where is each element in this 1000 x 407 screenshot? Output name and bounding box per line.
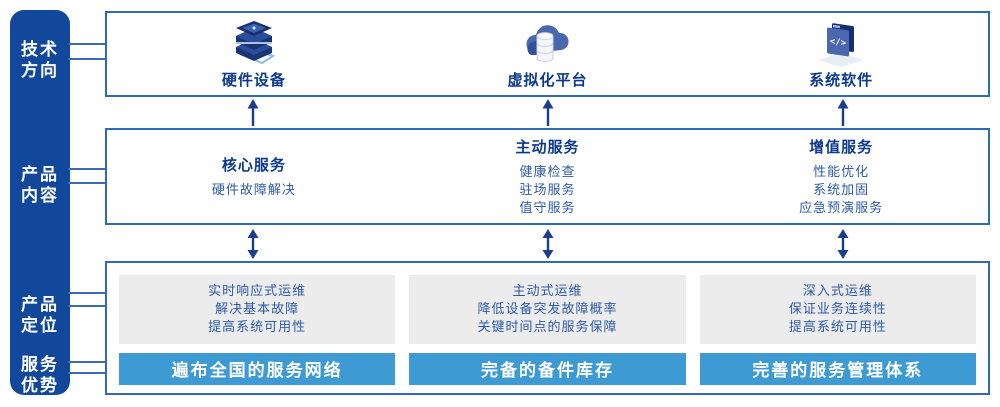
advantage-banner: 完备的备件库存	[409, 352, 686, 385]
positioning-line: 提高系统可用性	[208, 319, 307, 335]
connector-line	[68, 168, 107, 170]
tech-item-hardware: 硬件设备	[107, 13, 401, 95]
content-item: 值守服务	[519, 200, 576, 215]
connector-line	[68, 43, 107, 45]
connector-line	[68, 361, 107, 363]
positioning-panel: 实时响应式运维 解决基本故障 提高系统可用性	[119, 275, 396, 344]
content-col-value-added-service: 增值服务 性能优化 系统加固 应急预演服务	[694, 130, 988, 223]
tech-item-virtualization: 虚拟化平台	[401, 13, 695, 95]
sidebar: 技术 方向 产品 内容 产品 定位 服务 优势	[10, 10, 70, 395]
bottom-col-indepth: 深入式运维 保证业务连续性 提高系统可用性 完善的服务管理体系	[699, 275, 976, 385]
content-item: 驻场服务	[519, 182, 576, 197]
positioning-line: 提高系统可用性	[788, 319, 887, 335]
tech-item-system-software: </> 系统软件	[694, 13, 988, 95]
positioning-panel: 深入式运维 保证业务连续性 提高系统可用性	[699, 275, 976, 344]
arrow-up-icon	[247, 98, 258, 126]
svg-text:</>: </>	[830, 36, 847, 48]
content-item: 应急预演服务	[799, 200, 884, 215]
content-item: 性能优化	[813, 164, 870, 179]
connector-line	[68, 305, 107, 307]
positioning-line: 解决基本故障	[215, 301, 300, 317]
connector-line	[68, 292, 107, 294]
sidebar-label-tech-direction: 技术 方向	[21, 40, 59, 80]
content-title: 主动服务	[515, 139, 580, 156]
content-item: 健康检查	[519, 164, 576, 179]
bottom-col-realtime: 实时响应式运维 解决基本故障 提高系统可用性 遍布全国的服务网络	[119, 275, 396, 385]
advantage-banner: 完善的服务管理体系	[699, 352, 976, 385]
content-item: 硬件故障解决	[211, 182, 296, 197]
bottom-col-proactive: 主动式运维 降低设备突发故障概率 关键时间点的服务保障 完备的备件库存	[409, 275, 686, 385]
advantage-banner: 遍布全国的服务网络	[119, 352, 396, 385]
tech-direction-box: 硬件设备 虚拟化平台	[105, 11, 990, 97]
sidebar-label-service-advantage: 服务 优势	[21, 355, 59, 395]
sidebar-label-product-positioning: 产品 定位	[21, 295, 59, 335]
connector-line	[68, 182, 107, 184]
sidebar-label-product-content: 产品 内容	[21, 165, 59, 205]
tech-item-label: 虚拟化平台	[507, 71, 588, 89]
arrow-up-down-icon	[837, 229, 848, 259]
content-title: 核心服务	[221, 157, 286, 174]
tech-item-label: 硬件设备	[221, 71, 286, 89]
cloud-database-icon	[525, 24, 569, 62]
tech-item-label: 系统软件	[809, 71, 874, 89]
positioning-line: 深入式运维	[802, 283, 873, 299]
content-item: 系统加固	[813, 182, 870, 197]
product-content-box: 核心服务 硬件故障解决 主动服务 健康检查 驻场服务 值守服务 增值服务 性能优…	[105, 128, 990, 225]
positioning-line: 主动式运维	[512, 283, 583, 299]
connector-line	[68, 372, 107, 374]
positioning-panel: 主动式运维 降低设备突发故障概率 关键时间点的服务保障	[409, 275, 686, 344]
positioning-line: 保证业务连续性	[788, 301, 887, 317]
positioning-line: 关键时间点的服务保障	[477, 319, 618, 335]
positioning-line: 实时响应式运维	[208, 283, 307, 299]
arrows-tech-content	[105, 98, 990, 126]
arrows-content-bottom	[105, 229, 990, 259]
positioning-advantage-box: 实时响应式运维 解决基本故障 提高系统可用性 遍布全国的服务网络 主动式运维 降…	[105, 261, 990, 395]
code-window-icon: </>	[818, 22, 865, 67]
arrow-up-icon	[837, 98, 848, 126]
content-col-core-service: 核心服务 硬件故障解决	[107, 130, 401, 223]
connector-line	[68, 58, 107, 60]
server-stack-icon	[235, 20, 276, 64]
content-col-proactive-service: 主动服务 健康检查 驻场服务 值守服务	[401, 130, 695, 223]
arrow-up-icon	[542, 98, 553, 126]
arrow-up-down-icon	[542, 229, 553, 259]
content-title: 增值服务	[809, 139, 874, 156]
positioning-line: 降低设备突发故障概率	[477, 301, 618, 317]
arrow-up-down-icon	[247, 229, 258, 259]
